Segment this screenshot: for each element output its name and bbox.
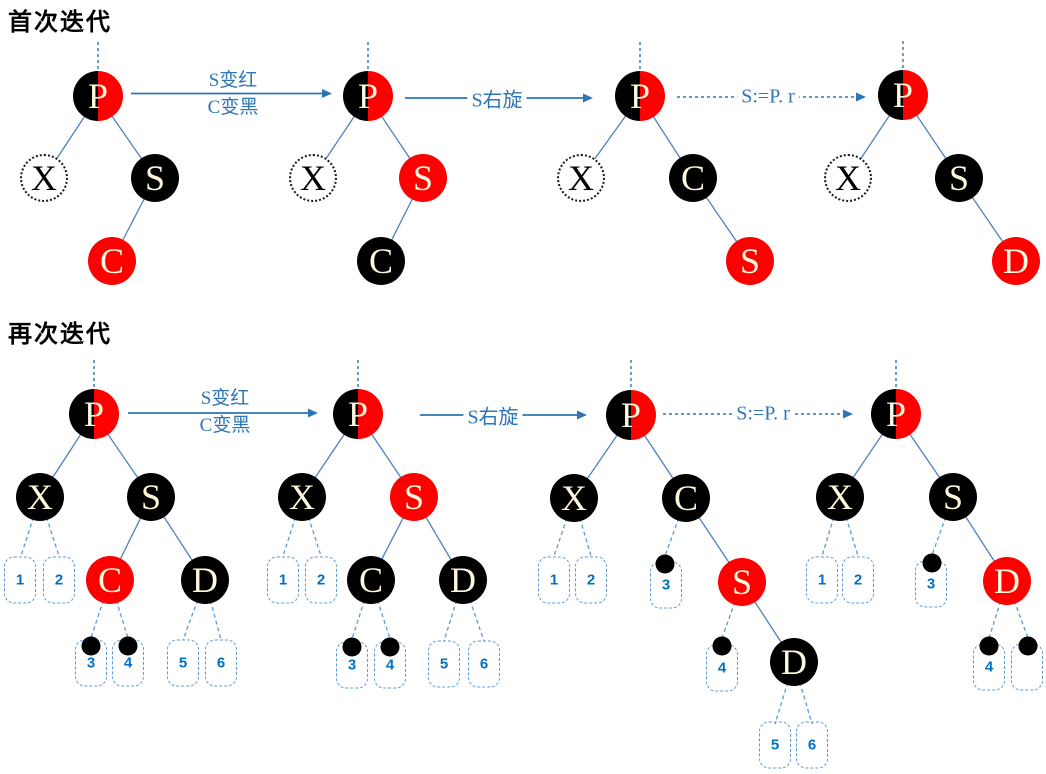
r2-arrow-label-rotate: S右旋 (463, 400, 523, 430)
r2t1-node-X: X (16, 473, 64, 521)
r2t2-nil-dot (380, 637, 400, 657)
r2t4-nil-dot (922, 553, 942, 573)
r1t4-node-S: S (935, 154, 983, 202)
r2t1-nil-dot (81, 636, 101, 656)
r2t3-slot-1: 1 (538, 556, 570, 604)
section-title-next-iteration: 再次迭代 (8, 322, 112, 348)
r1t1-node-S: S (131, 154, 179, 202)
r2t1-slot-5: 5 (167, 639, 199, 687)
r2t3-slot-6: 6 (796, 721, 828, 769)
r2t4-node-S: S (929, 473, 977, 521)
r1t2-node-C: C (357, 237, 405, 285)
r2t1-node-P: P (69, 389, 119, 439)
r1t2-node-X: X (289, 154, 337, 202)
recolor-line1: S变红 (208, 70, 258, 91)
r2t2-slot-6: 6 (468, 640, 500, 688)
r1t3-node-C: C (669, 154, 717, 202)
r2t1-nil-dot (118, 636, 138, 656)
r2t2-node-D: D (439, 556, 487, 604)
r2t3-nil-dot (655, 554, 675, 574)
r2t3-node-S: S (718, 558, 766, 606)
r2t4-node-D: D (983, 557, 1031, 605)
r2t2-nil-dot (342, 637, 362, 657)
r1t1-node-X: X (20, 154, 68, 202)
r2t2-slot-5: 5 (428, 640, 460, 688)
r1t4-edges (847, 41, 1017, 262)
r2t2-node-C: C (347, 556, 395, 604)
recolor-line1: S变红 (200, 388, 250, 409)
r2t2-node-X: X (278, 473, 326, 521)
r2t2-slot-2: 2 (305, 556, 337, 604)
r2t1-node-D: D (181, 556, 229, 604)
r2t1-slot-6: 6 (205, 639, 237, 687)
r2t3-node-D: D (770, 638, 818, 686)
r2t1-node-S: S (127, 473, 175, 521)
r1t4-node-D: D (992, 237, 1040, 285)
r1t3-node-X: X (557, 154, 605, 202)
r2t2-node-P: P (333, 389, 383, 439)
r1t3-edges (580, 42, 751, 262)
r2-arrow-label-recolor: S变红 C变黑 (200, 385, 251, 439)
r2t3-nil-dot (712, 636, 732, 656)
r2t2-node-S: S (390, 473, 438, 521)
recolor-line2: C变黑 (207, 97, 259, 118)
r1t4-node-P: P (878, 70, 928, 120)
r2t4-nil-dot (1018, 636, 1038, 656)
r2t4-slot-1: 1 (806, 556, 838, 604)
recolor-line2: C变黑 (199, 415, 251, 436)
r2t2-slot-1: 1 (267, 556, 299, 604)
r1-arrow-label-rotate: S右旋 (467, 83, 527, 113)
r1-arrow-label-assign: S:=P. r (737, 85, 799, 109)
r2t3-node-X: X (550, 474, 598, 522)
r2t4-node-P: P (871, 389, 921, 439)
section-title-first-iteration: 首次迭代 (8, 10, 112, 36)
r1t2-node-P: P (343, 71, 393, 121)
r2t4-nil-dot (979, 636, 999, 656)
r2t1-slot-2: 2 (43, 556, 75, 604)
r2t1-slot-1: 1 (4, 556, 36, 604)
r2t4-node-X: X (816, 473, 864, 521)
r2t3-slot-5: 5 (759, 721, 791, 769)
r2t3-node-P: P (606, 390, 656, 440)
r2-arrow-label-assign: S:=P. r (732, 402, 794, 426)
r1t4-node-X: X (824, 154, 872, 202)
r1-arrow-label-recolor: S变红 C变黑 (208, 67, 259, 121)
r1t2-node-S: S (399, 154, 447, 202)
r1t1-node-C: C (88, 237, 136, 285)
r1t3-node-P: P (615, 71, 665, 121)
r1t3-node-S: S (726, 237, 774, 285)
r2t4-slot-2: 2 (842, 556, 874, 604)
r2t1-node-C: C (86, 556, 134, 604)
r1t1-node-P: P (73, 71, 123, 121)
r2t3-slot-2: 2 (575, 556, 607, 604)
r2t3-node-C: C (662, 474, 710, 522)
